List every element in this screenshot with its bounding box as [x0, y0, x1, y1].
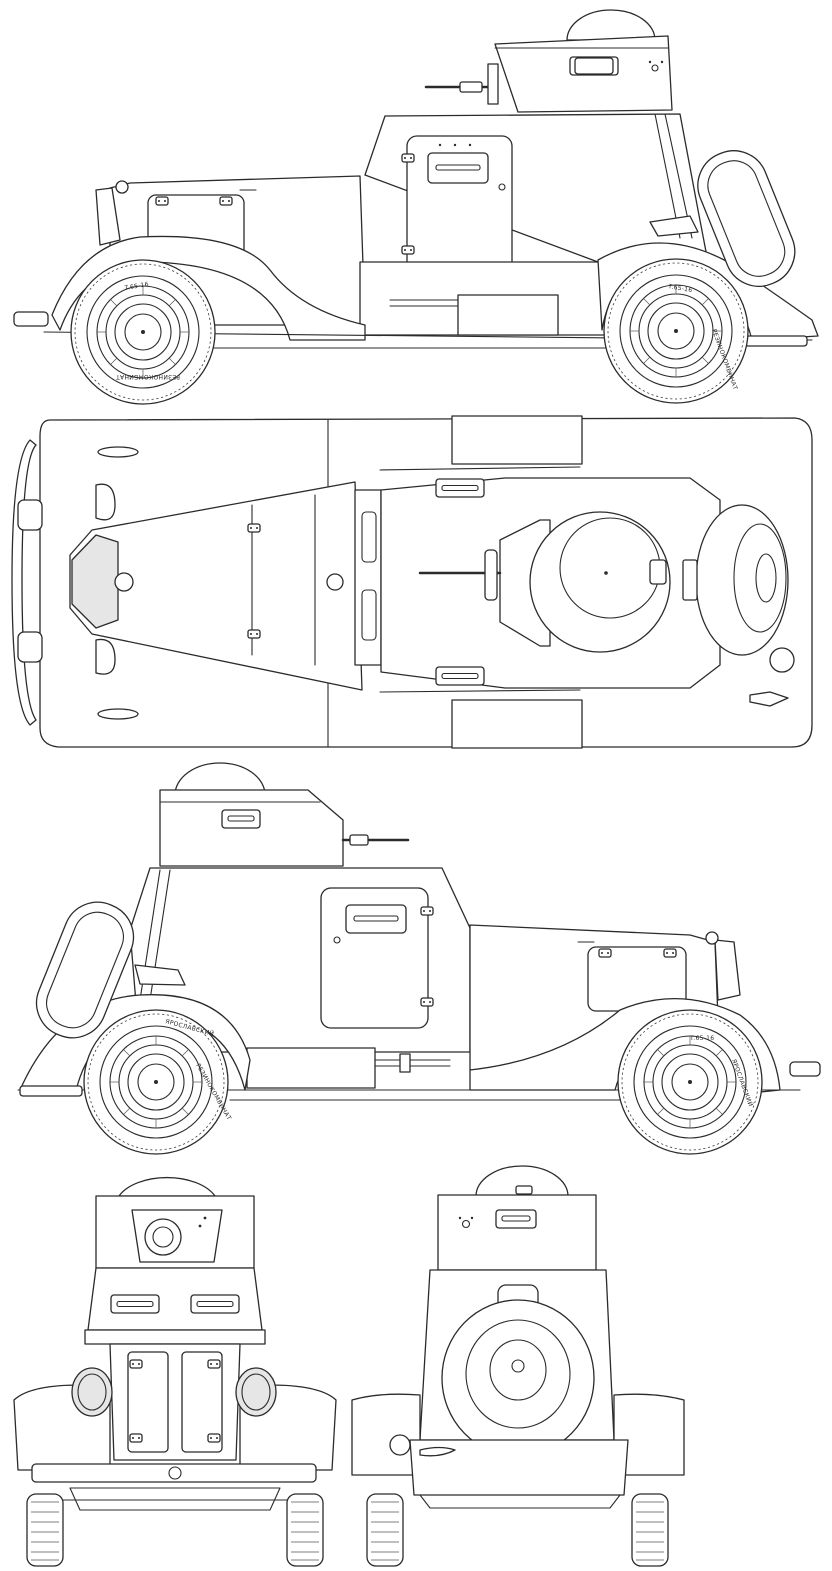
- side-view-left: T.65-16 T.65-16 РЕЗИНОКОМБИНАТ РЕЗИНОКОМ…: [13, 9, 819, 405]
- tire-size-label: T.65-16: [667, 283, 693, 294]
- rear-view: [351, 1165, 685, 1567]
- side-view-right: T.65-16 ЯРОСЛАВСКИЙ ЯРОСЛАВСКИЙ РЕЗИНОКО…: [17, 762, 821, 1155]
- front-view: [13, 1176, 337, 1567]
- top-view: [11, 415, 813, 749]
- tire-maker-label: РЕЗИНОКОМБИНАТ: [116, 373, 180, 380]
- tire-size-label: T.65-16: [123, 281, 149, 292]
- tire-size-label: T.65-16: [689, 1035, 714, 1042]
